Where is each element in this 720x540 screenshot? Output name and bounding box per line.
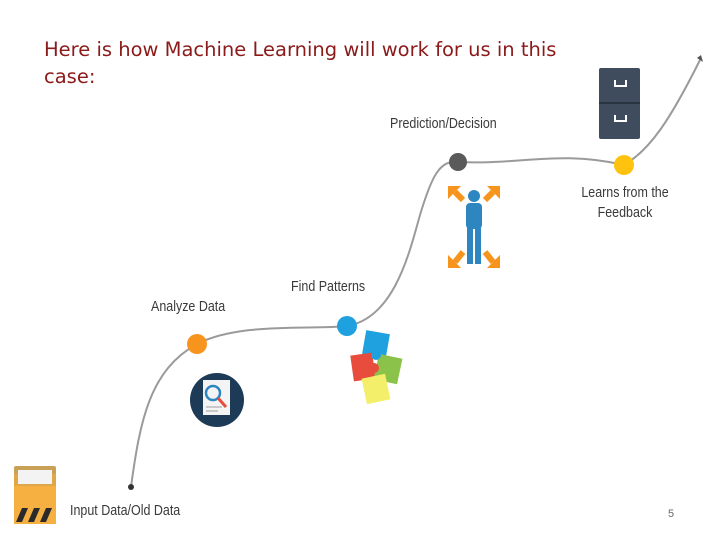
feedback-node [614, 155, 634, 175]
step-label-feedback: Learns from the Feedback [581, 185, 669, 221]
decision-arrows-icon [448, 186, 500, 268]
path-end-arrow [697, 55, 703, 62]
folder-icon [14, 466, 56, 524]
slide-heading: Here is how Machine Learning will work f… [44, 38, 557, 88]
filing-cabinet-icon [599, 68, 640, 139]
document-search-icon [190, 373, 244, 427]
step-label-analyze-data: Analyze Data [151, 299, 226, 315]
patterns-node [337, 316, 357, 336]
analyze-node [187, 334, 207, 354]
step-label-prediction: Prediction/Decision [390, 116, 497, 132]
prediction-node [449, 153, 467, 171]
step-label-find-patterns: Find Patterns [291, 279, 366, 295]
path-start-dot [128, 484, 134, 490]
puzzle-icon [350, 330, 403, 405]
page-number: 5 [668, 508, 675, 520]
step-label-input-data: Input Data/Old Data [70, 503, 181, 519]
